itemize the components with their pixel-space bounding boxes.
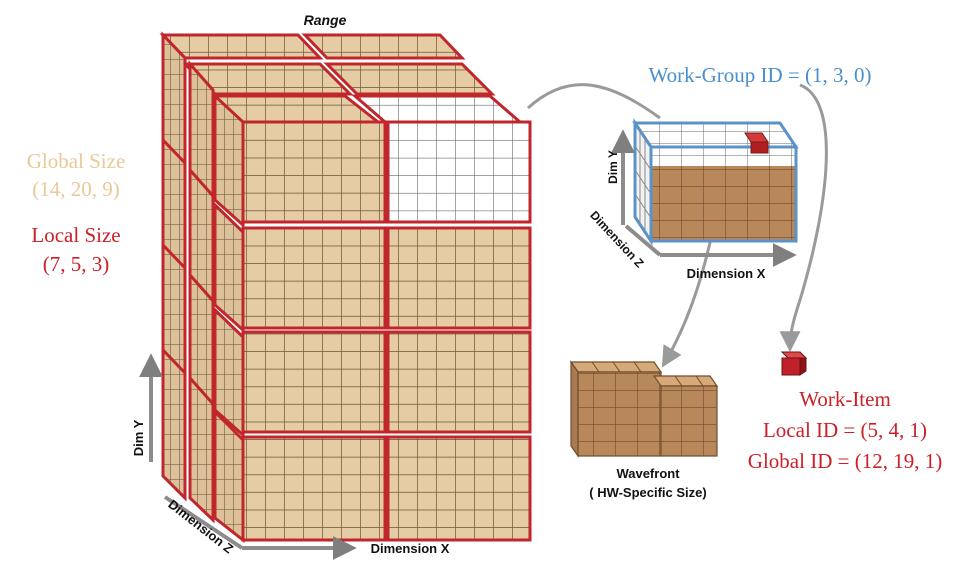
workgroup-dim-x-label: Dimension X bbox=[687, 266, 766, 281]
global-size-value: (14, 20, 9) bbox=[32, 177, 120, 201]
size-labels: Global Size (14, 20, 9) Local Size (7, 5… bbox=[27, 149, 126, 276]
range-to-workgroup-arrow bbox=[526, 83, 661, 120]
work-item-local-id: Local ID = (5, 4, 1) bbox=[763, 418, 927, 442]
work-group-block bbox=[386, 226, 532, 330]
local-size-label: Local Size bbox=[31, 223, 120, 247]
range-front-faces bbox=[241, 120, 532, 542]
global-size-label: Global Size bbox=[27, 149, 126, 173]
work-item-cube bbox=[780, 351, 808, 359]
work-group-block bbox=[386, 330, 532, 434]
work-group-block bbox=[241, 435, 387, 542]
work-item-title: Work-Item bbox=[799, 387, 891, 411]
work-group-block bbox=[241, 120, 387, 224]
work-group-block bbox=[241, 226, 387, 330]
work-item-global-id: Global ID = (12, 19, 1) bbox=[748, 449, 942, 473]
workgroup-to-workitem-arrow bbox=[779, 83, 828, 353]
work-group-block bbox=[241, 330, 387, 434]
work-group-block bbox=[386, 435, 532, 542]
selected-work-group-block bbox=[386, 120, 532, 224]
work-group-volume: Work-Group ID = (1, 3, 0) bbox=[632, 63, 872, 246]
work-group-id-label: Work-Group ID = (1, 3, 0) bbox=[648, 63, 871, 87]
range-back-layer bbox=[159, 33, 525, 124]
range-volume: Range bbox=[159, 12, 532, 544]
workgroup-dim-y-label: Dim Y bbox=[606, 150, 620, 184]
wavefront-title: Wavefront bbox=[616, 466, 680, 481]
range-label: Range bbox=[304, 12, 347, 28]
range-dim-y-label: Dim Y bbox=[131, 419, 146, 456]
work-item: Work-Item Local ID = (5, 4, 1) Global ID… bbox=[748, 351, 942, 473]
wavefront-subtitle: ( HW-Specific Size) bbox=[589, 485, 706, 500]
local-size-value: (7, 5, 3) bbox=[43, 252, 110, 276]
range-dim-x-label: Dimension X bbox=[371, 541, 450, 556]
wavefront-volume: Wavefront ( HW-Specific Size) bbox=[569, 360, 719, 500]
range-side-faces bbox=[161, 31, 245, 544]
